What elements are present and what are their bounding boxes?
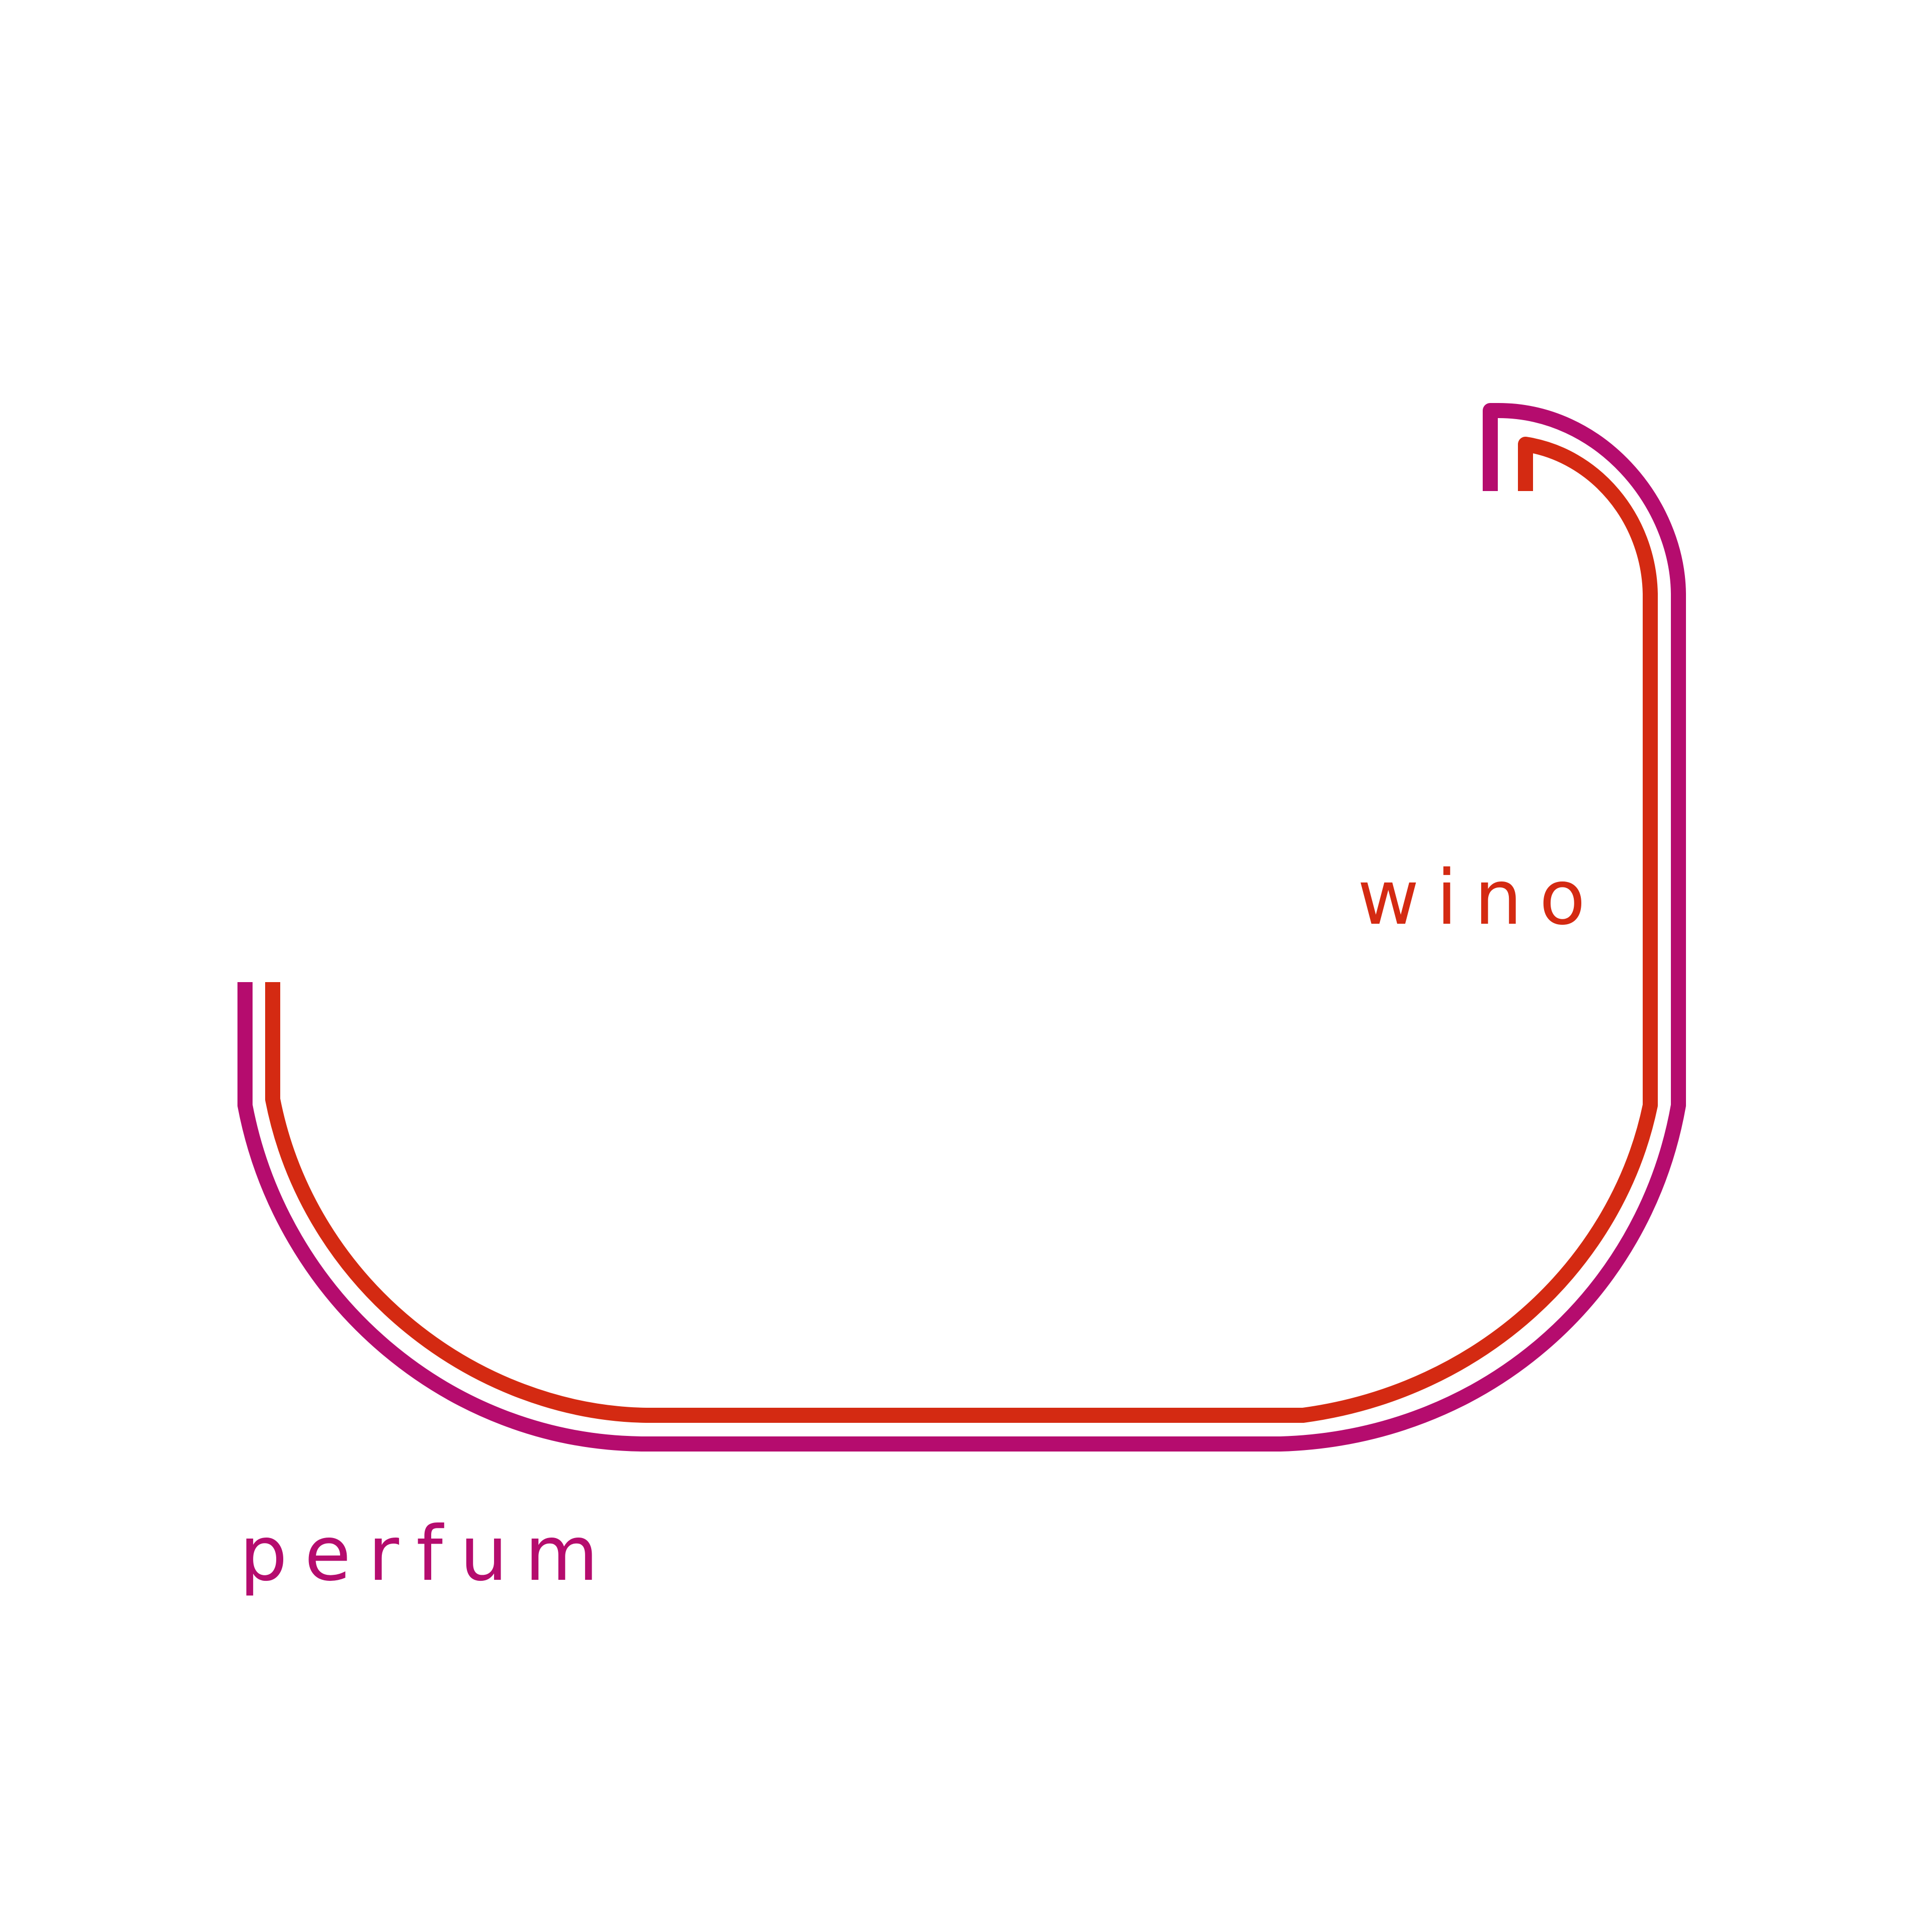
wino-route-line — [265, 437, 1658, 1423]
perfum-label: perfum — [239, 1510, 615, 1598]
perfum-route-line — [237, 403, 1686, 1452]
wino-label: wino — [1357, 854, 1602, 942]
